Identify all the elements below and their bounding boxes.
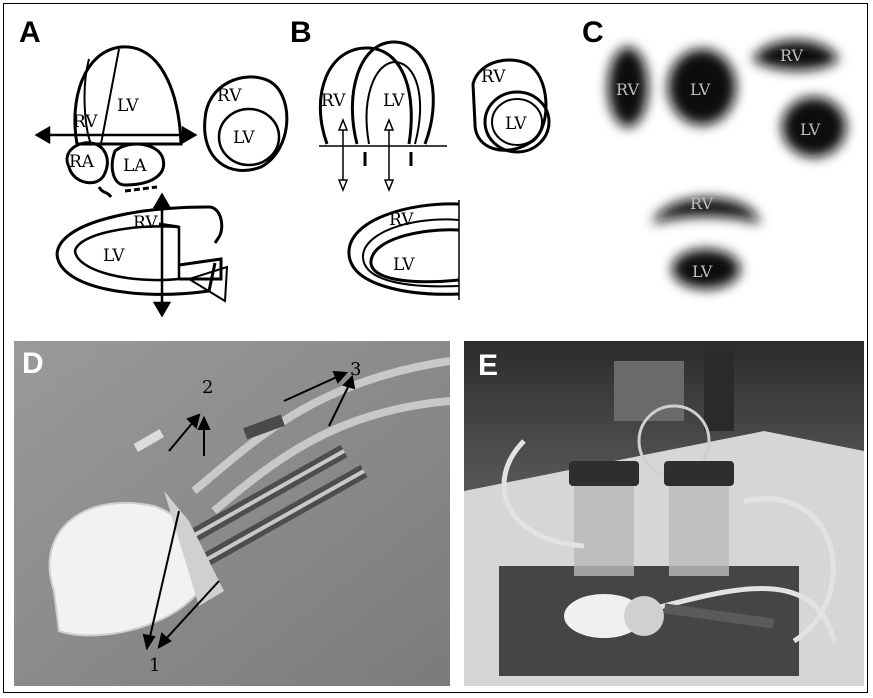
marker-1: 1: [149, 655, 160, 676]
panel-a-diagram: RV LV RA LA RV LV RV LV: [29, 39, 299, 319]
figure-frame: A RV LV RA LA RV LV: [3, 3, 868, 693]
label-b-lv-short: LV: [505, 114, 527, 134]
panel-e-photo: E: [464, 341, 864, 686]
label-a-rv-long: RV: [133, 213, 158, 233]
horizontal-arrow: [37, 128, 195, 142]
panel-b-diagram: RV LV RV LV RV LV: [299, 34, 584, 304]
label-a-lv-long: LV: [103, 246, 125, 266]
panel-d-photo: 2 3 1 D: [14, 341, 450, 686]
label-c-rv-right: RV: [780, 46, 803, 65]
label-b-rv-short: RV: [481, 67, 506, 87]
flow-arrows-b: [339, 120, 411, 190]
marker-2: 2: [202, 377, 213, 398]
label-b-rv: RV: [321, 91, 346, 111]
label-b-rv-long: RV: [389, 210, 414, 230]
label-a-ra: RA: [69, 152, 95, 172]
label-a-lv: LV: [117, 96, 139, 116]
label-c-lv-right: LV: [800, 120, 821, 139]
panel-c-scan-images: RV LV RV LV RV LV: [594, 29, 864, 314]
label-b-lv: LV: [383, 91, 405, 111]
marker-3: 3: [350, 359, 361, 380]
panel-e-letter: E: [478, 351, 498, 381]
panel-d-letter: D: [22, 349, 44, 379]
label-c-lv-bottom: LV: [692, 262, 713, 281]
label-a-la: LA: [123, 156, 147, 176]
label-a-rv: RV: [73, 112, 98, 132]
label-c-lv-left: LV: [690, 80, 711, 99]
label-b-lv-long: LV: [393, 255, 415, 275]
label-a-lv-short: LV: [233, 128, 255, 148]
label-c-rv-left: RV: [616, 80, 639, 99]
label-c-rv-bottom: RV: [690, 194, 713, 213]
label-a-rv-short: RV: [217, 86, 242, 106]
